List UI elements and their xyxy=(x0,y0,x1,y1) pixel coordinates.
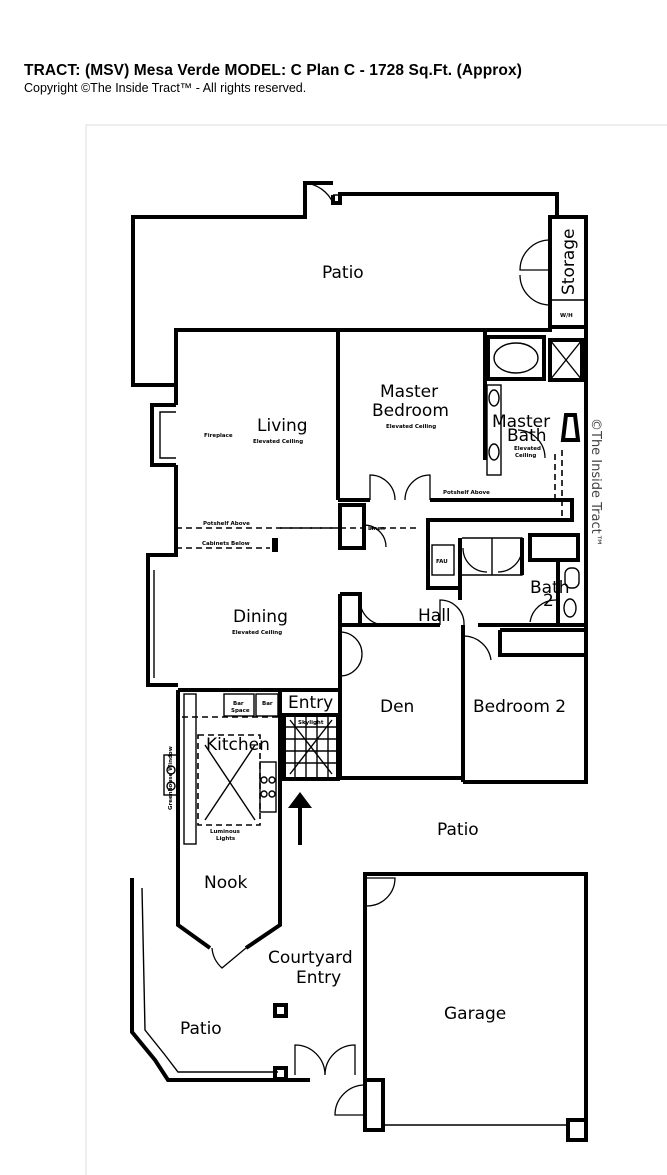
post-icon xyxy=(273,1003,288,1018)
room-label-den: Den xyxy=(380,697,414,717)
note-fau: FAU xyxy=(436,559,448,565)
room-label-courtyard-1: Courtyard xyxy=(268,948,353,968)
room-label-kitchen: Kitchen xyxy=(206,735,270,755)
note-potshelf-master: Potshelf Above xyxy=(443,490,490,496)
sink-icon xyxy=(486,384,502,476)
note-entry-skylight: Skylight xyxy=(298,720,324,726)
door-swing-icon xyxy=(404,474,431,501)
kitchen-fixtures xyxy=(163,693,279,845)
note-luminous-2: Lights xyxy=(216,836,236,842)
room-label-master-bath-1: Master xyxy=(492,412,550,432)
room-label-wh: W/H xyxy=(560,313,573,319)
bathtub-icon xyxy=(486,335,546,381)
garage-walls xyxy=(363,872,588,1142)
post-icon xyxy=(273,1066,288,1081)
shower-icon xyxy=(548,338,584,382)
watermark: ©The Inside Tract™ xyxy=(588,418,603,547)
note-cabinets: Cabinets Below xyxy=(202,541,250,547)
potshelf-lines xyxy=(176,450,563,826)
door-swing-icon xyxy=(439,599,465,626)
door-swing-icon xyxy=(519,239,551,271)
door-swing-icon xyxy=(294,1044,356,1076)
note-dining-ceiling: Elevated Ceiling xyxy=(232,630,282,636)
note-fireplace: Fireplace xyxy=(204,433,233,439)
door-swing-icon xyxy=(519,274,551,306)
cabinet-post xyxy=(272,538,278,552)
note-kitchen-bar-1: Bar xyxy=(233,701,244,707)
door-swing-icon xyxy=(363,524,387,548)
room-label-courtyard-2: Entry xyxy=(296,968,341,988)
patio-bottom-outline xyxy=(130,878,310,1082)
copyright-notice: Copyright ©The Inside Tract™ - All right… xyxy=(24,81,307,95)
room-label-dining: Dining xyxy=(233,607,288,627)
page-title: TRACT: (MSV) Mesa Verde MODEL: C Plan C … xyxy=(24,62,522,79)
toilet-icon xyxy=(560,413,581,442)
room-label-patio-top: Patio xyxy=(322,263,364,283)
sink-icon xyxy=(563,598,577,618)
note-kitchen-bar-2: Space xyxy=(231,708,250,714)
door-swing-icon xyxy=(517,429,546,459)
note-potshelf-living: Potshelf Above xyxy=(203,521,250,527)
fau-unit xyxy=(431,544,455,576)
header: TRACT: (MSV) Mesa Verde MODEL: C Plan C … xyxy=(24,62,522,95)
door-swing-icon xyxy=(339,631,363,677)
room-label-master: Master xyxy=(380,382,438,402)
room-label-hall: Hall xyxy=(418,606,451,626)
room-label-bath2-2: 2 xyxy=(543,591,554,611)
note-bar: Bar xyxy=(262,701,273,707)
note-greenhouse: Greenhouse Window xyxy=(168,746,174,810)
bathtub-icon xyxy=(528,533,580,562)
room-label-bedroom2: Bedroom 2 xyxy=(473,697,566,717)
note-linen: Linen xyxy=(368,526,385,532)
patio-top-outline xyxy=(131,181,559,387)
room-label-master-bath-2: Bath xyxy=(507,426,547,446)
door-swing-icon xyxy=(529,599,557,623)
room-label-living: Living xyxy=(257,416,308,436)
sheet-border xyxy=(85,124,667,1175)
room-label-patio-bottom: Patio xyxy=(180,1019,222,1039)
sink-icon xyxy=(163,754,179,796)
room-label-entry: Entry xyxy=(288,693,333,713)
room-label-bedroom: Bedroom xyxy=(372,401,449,421)
note-bath-ceiling-2: Ceiling xyxy=(515,453,536,459)
room-label-bath2-1: Bath xyxy=(530,578,570,598)
toilet-icon xyxy=(564,567,580,589)
door-swing-icon xyxy=(211,947,247,969)
door-swing-icon xyxy=(462,547,523,573)
range-icon xyxy=(259,761,277,813)
door-swing-icon xyxy=(304,182,334,217)
nook-walls xyxy=(176,845,212,950)
door-swing-icon xyxy=(334,1084,366,1116)
door-swing-icon xyxy=(369,474,396,501)
note-bath-ceiling-1: Elevated xyxy=(514,446,541,452)
room-label-storage: Storage xyxy=(559,228,579,295)
room-label-nook: Nook xyxy=(204,873,248,893)
door-swing-icon xyxy=(462,635,492,661)
entry-skylight xyxy=(282,713,340,781)
note-living-ceiling: Elevated Ceiling xyxy=(253,439,303,445)
note-master-ceiling: Elevated Ceiling xyxy=(386,424,436,430)
entrance-arrow-icon xyxy=(288,792,312,845)
room-label-patio-mid: Patio xyxy=(437,820,479,840)
note-luminous-1: Luminous xyxy=(210,829,241,835)
room-label-garage: Garage xyxy=(444,1004,506,1024)
door-swing-icon xyxy=(359,599,386,626)
door-swing-icon xyxy=(366,877,396,907)
